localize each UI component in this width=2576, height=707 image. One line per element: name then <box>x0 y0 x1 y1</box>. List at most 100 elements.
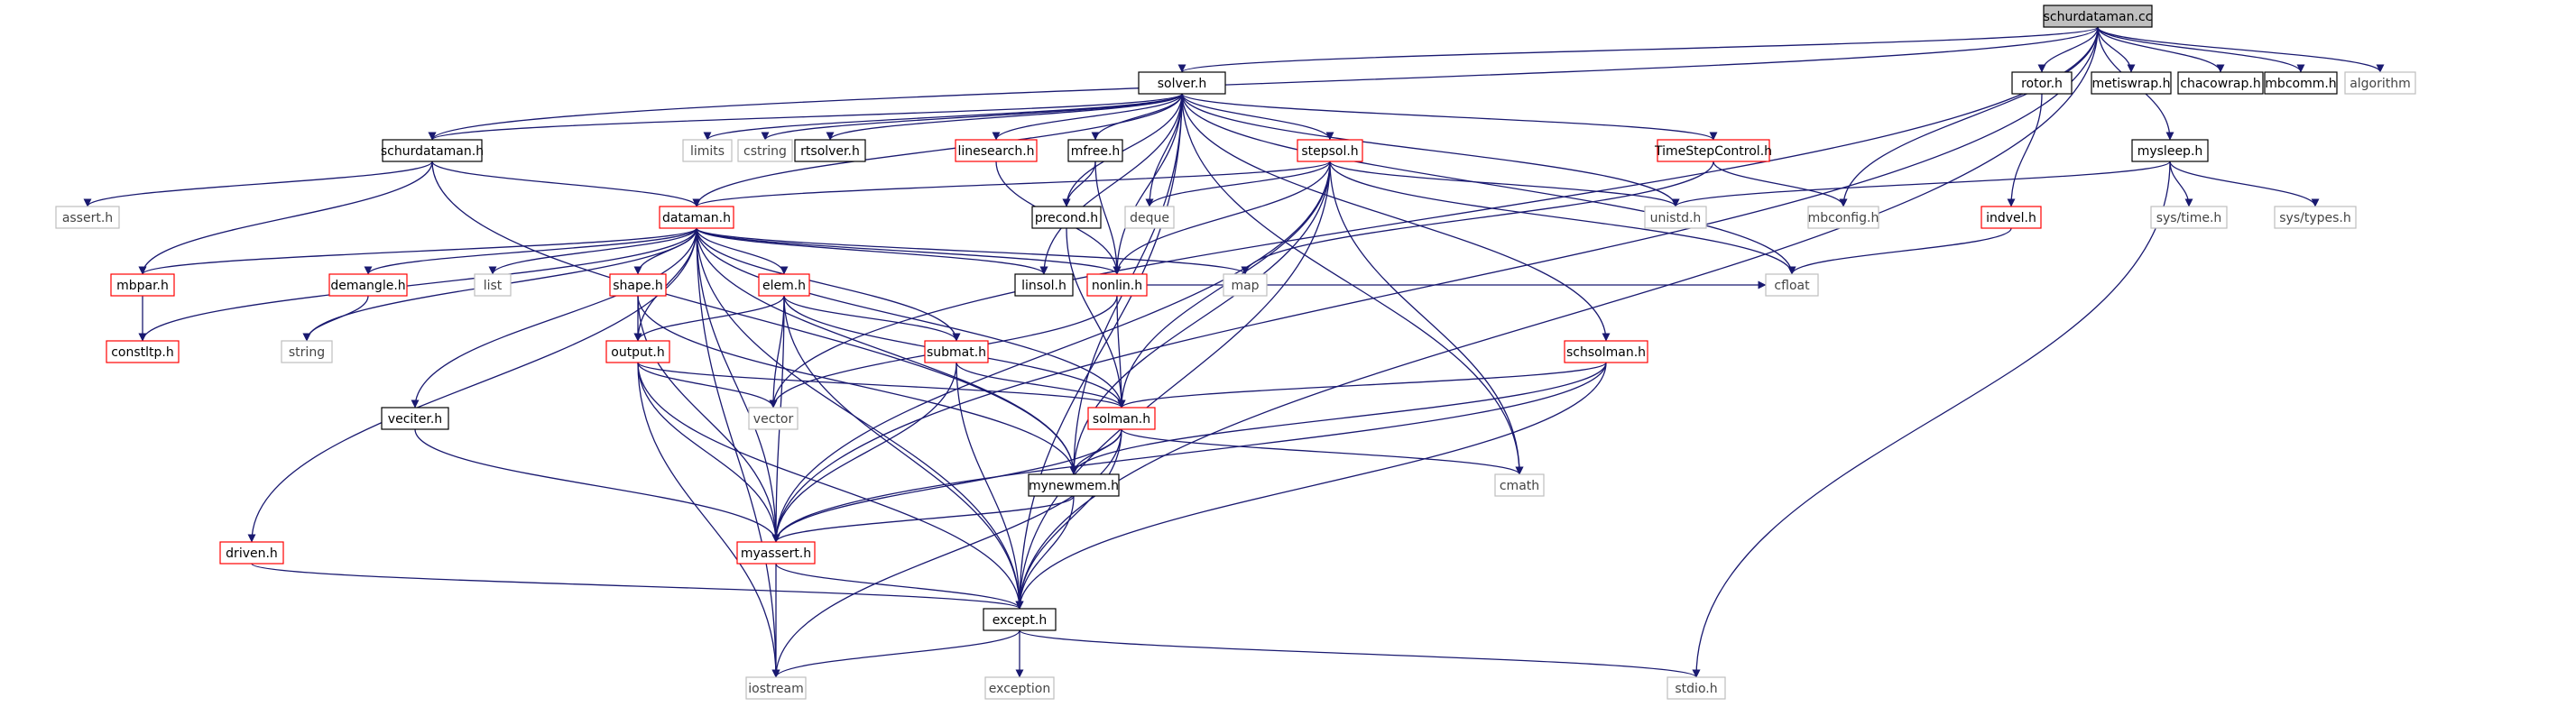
node-shape_h[interactable]: shape.h <box>609 273 667 297</box>
node-box <box>1297 139 1363 162</box>
node-rtsolver_h[interactable]: rtsolver.h <box>794 139 866 162</box>
node-mbconfig_h: mbconfig.h <box>1807 206 1879 229</box>
node-submat_h[interactable]: submat.h <box>924 340 989 363</box>
edge-dataman_h-to-submat_h <box>696 227 961 342</box>
node-label: vector <box>753 412 794 427</box>
edge-schurdataman_h-to-dataman_h <box>431 161 701 207</box>
node-label: driven.h <box>226 546 278 561</box>
node-metiswrap_h[interactable]: metiswrap.h <box>2091 71 2172 95</box>
edge-solver_h-to-linsol_h <box>1039 93 1183 275</box>
node-demangle_h[interactable]: demangle.h <box>328 273 408 297</box>
node-box <box>984 676 1055 700</box>
node-label: unistd.h <box>1650 211 1702 225</box>
node-box <box>609 273 667 297</box>
node-deque: deque <box>1124 206 1175 229</box>
node-box <box>2344 71 2416 95</box>
node-solman_h[interactable]: solman.h <box>1087 407 1156 430</box>
node-mbpar_h[interactable]: mbpar.h <box>110 273 175 297</box>
node-chacowrap_h[interactable]: chacowrap.h <box>2177 71 2264 95</box>
node-linsol_h[interactable]: linsol.h <box>1014 273 1074 297</box>
node-constltp_h[interactable]: constltp.h <box>106 340 180 363</box>
edge-shape_h-to-mynewmem_h <box>637 295 1078 475</box>
node-box <box>1031 206 1102 229</box>
edge-stepsol_h-to-dataman_h <box>692 161 1331 207</box>
node-box <box>2177 71 2264 95</box>
node-box <box>1087 407 1156 430</box>
node-label: solman.h <box>1093 412 1150 427</box>
node-box <box>758 273 810 297</box>
edge-solver_h-to-dataman_h <box>692 93 1183 207</box>
node-label: list <box>484 279 503 293</box>
node-sys_time_h: sys/time.h <box>2150 206 2228 229</box>
node-elem_h[interactable]: elem.h <box>758 273 810 297</box>
node-solver_h[interactable]: solver.h <box>1138 71 1226 95</box>
edge-elem_h-to-submat_h <box>783 295 961 342</box>
edge-dataman_h-to-nonlin_h <box>696 227 1122 275</box>
node-output_h[interactable]: output.h <box>605 340 670 363</box>
edge-schsolman_h-to-solman_h <box>1117 362 1607 409</box>
node-except_h[interactable]: except.h <box>983 608 1057 631</box>
edge-stepsol_h-to-nonlin_h <box>1113 161 1331 275</box>
node-label: exception <box>989 682 1050 696</box>
node-schurdataman_h[interactable]: schurdataman.h <box>381 139 484 162</box>
node-box <box>1086 273 1148 297</box>
node-box <box>1138 71 1226 95</box>
node-label: rotor.h <box>2021 77 2063 91</box>
node-label: linsol.h <box>1021 279 1066 293</box>
node-box <box>1807 206 1879 229</box>
node-stepsol_h[interactable]: stepsol.h <box>1297 139 1363 162</box>
node-mynewmem_h[interactable]: mynewmem.h <box>1028 473 1120 497</box>
edge-demangle_h-to-string <box>302 295 369 342</box>
node-linesearch_h[interactable]: linesearch.h <box>955 139 1038 162</box>
edge-solver_h-to-schsolman_h <box>1181 93 1611 342</box>
node-timestepcontrol_h[interactable]: TimeStepControl.h <box>1654 139 1772 162</box>
node-schurdataman_cc[interactable]: schurdataman.cc <box>2043 5 2153 28</box>
node-box <box>682 139 733 162</box>
node-mfree_h[interactable]: mfree.h <box>1067 139 1123 162</box>
edge-dataman_h-to-demangle_h <box>364 227 697 275</box>
edge-mysleep_h-to-sys_time_h <box>2169 161 2193 207</box>
edge-veciter_h-to-myassert_h <box>414 428 780 543</box>
node-indvel_h[interactable]: indvel.h <box>1980 206 2042 229</box>
node-box <box>2150 206 2228 229</box>
node-schsolman_h[interactable]: schsolman.h <box>1564 340 1648 363</box>
edge-stepsol_h-to-mynewmem_h <box>1069 161 1331 475</box>
node-mysleep_h[interactable]: mysleep.h <box>2131 139 2209 162</box>
node-stdio_h: stdio.h <box>1667 676 1726 700</box>
edge-solver_h-to-cstring <box>761 93 1183 141</box>
node-veciter_h[interactable]: veciter.h <box>381 407 449 430</box>
node-box <box>381 407 449 430</box>
node-box <box>794 139 866 162</box>
node-rotor_h[interactable]: rotor.h <box>2011 71 2073 95</box>
node-label: shape.h <box>613 279 663 293</box>
node-box <box>1644 206 1707 229</box>
edge-timestepcontrol_h-to-map <box>1241 161 1714 275</box>
node-label: cfloat <box>1774 279 1810 293</box>
node-label: schurdataman.cc <box>2044 10 2153 24</box>
node-box <box>1067 139 1123 162</box>
edge-submat_h-to-except_h <box>956 362 1024 610</box>
edge-schurdataman_h-to-mbpar_h <box>138 161 433 275</box>
node-label: veciter.h <box>388 412 442 427</box>
node-label: mbconfig.h <box>1808 211 1879 225</box>
node-box <box>1223 273 1268 297</box>
node-assert_h: assert.h <box>55 206 120 229</box>
edge-stepsol_h-to-cfloat <box>1329 161 1796 275</box>
edge-dataman_h-to-mbpar_h <box>138 227 697 275</box>
node-driven_h[interactable]: driven.h <box>219 541 284 565</box>
node-label: precond.h <box>1035 211 1098 225</box>
node-precond_h[interactable]: precond.h <box>1031 206 1102 229</box>
edge-schurdataman_cc-to-mbconfig_h <box>1839 26 2099 207</box>
edge-schurdataman_cc-to-chacowrap_h <box>2097 26 2225 73</box>
edge-submat_h-to-myassert_h <box>771 362 957 543</box>
node-mbcomm_h[interactable]: mbcomm.h <box>2264 71 2338 95</box>
node-label: indvel.h <box>1986 211 2036 225</box>
edge-dataman_h-to-linsol_h <box>696 227 1048 275</box>
graph-edges <box>83 26 2385 678</box>
node-box <box>1028 473 1120 497</box>
node-nonlin_h[interactable]: nonlin.h <box>1086 273 1148 297</box>
node-dataman_h[interactable]: dataman.h <box>659 206 734 229</box>
node-myassert_h[interactable]: myassert.h <box>736 541 816 565</box>
edge-elem_h-to-vector <box>769 295 785 409</box>
